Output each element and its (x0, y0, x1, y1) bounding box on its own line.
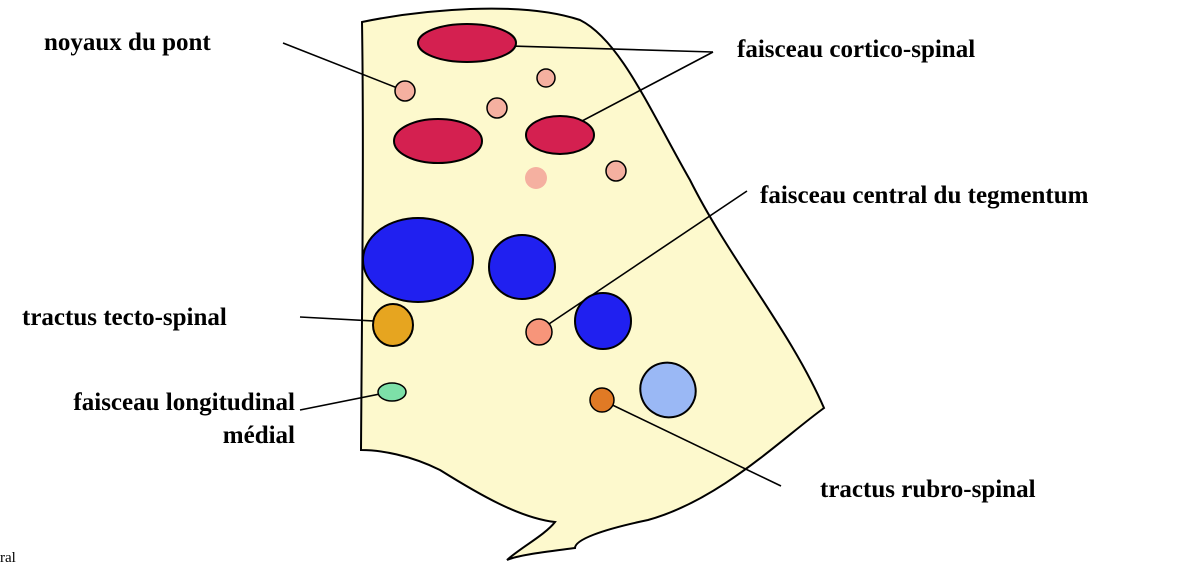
blue-tract-large (363, 218, 473, 302)
medial-longitudinal-fasciculus (378, 383, 406, 401)
corticospinal-tract-right (526, 116, 594, 154)
label-faisceau-cortico-spinal: faisceau cortico-spinal (737, 37, 975, 62)
central-tegmental-tract (526, 319, 552, 345)
blue-tract-small (575, 293, 631, 349)
pontine-nucleus-4 (606, 161, 626, 181)
corticospinal-tract-top (418, 24, 516, 62)
pontine-nucleus-2 (537, 69, 555, 87)
pontine-nucleus-1 (395, 81, 415, 101)
blue-tract-middle (489, 235, 555, 299)
corner-text: ral (0, 551, 16, 566)
label-faisceau-central-du-tegmentum: faisceau central du tegmentum (760, 183, 1088, 208)
label-faisceau-longitudinal: faisceau longitudinal (10, 390, 295, 415)
tectospinal-tract (373, 304, 413, 346)
pontine-nucleus-3 (487, 98, 507, 118)
label-noyaux-du-pont: noyaux du pont (44, 30, 211, 55)
label-medial: médial (10, 423, 295, 448)
corticospinal-tract-left (394, 119, 482, 163)
label-tractus-tecto-spinal: tractus tecto-spinal (22, 305, 227, 330)
pontine-nucleus-5 (525, 167, 547, 189)
label-tractus-rubro-spinal: tractus rubro-spinal (820, 477, 1036, 502)
rubrospinal-tract (590, 388, 614, 412)
